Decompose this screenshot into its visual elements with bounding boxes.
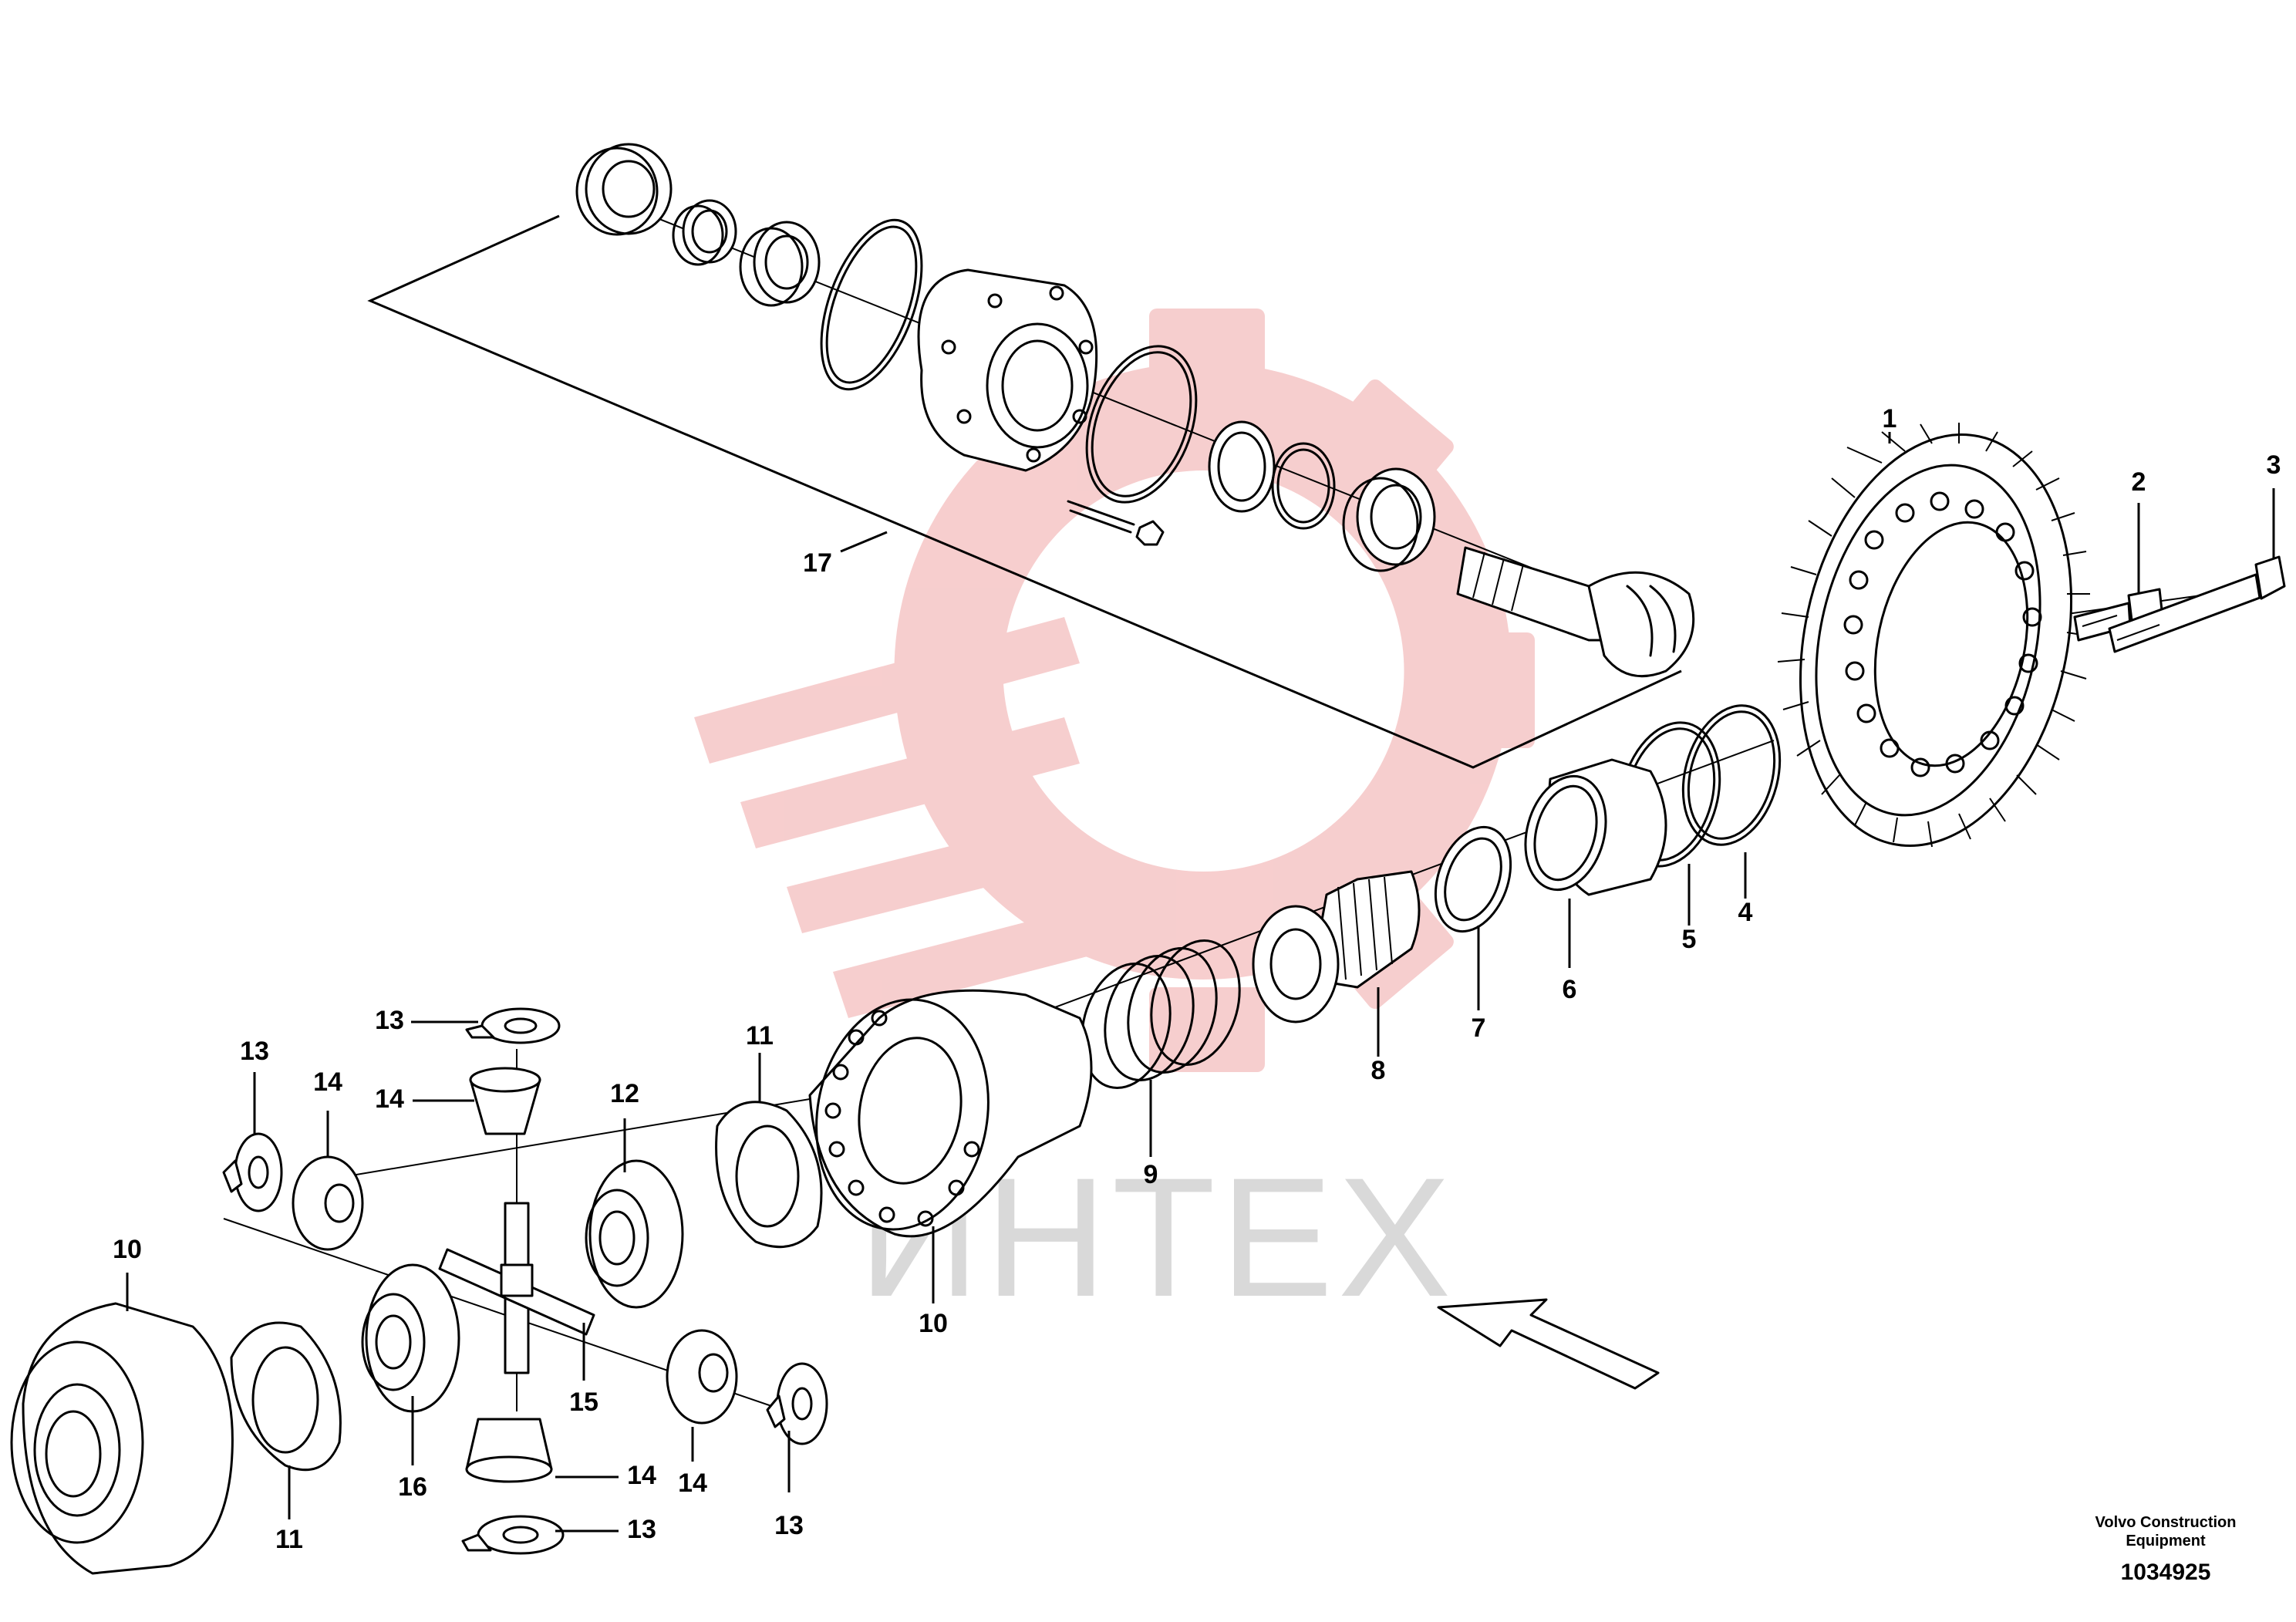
pinion-shaft xyxy=(1456,546,1695,678)
diff-pinion-gear-top xyxy=(469,1067,541,1135)
callout-7: 7 xyxy=(1472,1013,1486,1043)
diff-pinion-gear-right xyxy=(666,1329,738,1425)
callout-4: 4 xyxy=(1738,898,1753,927)
pinion-bearing-front xyxy=(739,221,821,307)
thrust-washer-case-right xyxy=(715,1101,823,1249)
callout-9: 9 xyxy=(1144,1160,1158,1189)
housing-o-ring-large xyxy=(820,218,923,391)
pinion-housing-flange xyxy=(917,268,1098,472)
callout-leader-lines xyxy=(126,432,2275,1533)
sliding-sleeve xyxy=(1524,758,1667,896)
callout-17: 17 xyxy=(803,548,832,578)
callout-14-right: 14 xyxy=(678,1469,707,1498)
callout-3: 3 xyxy=(2267,450,2281,480)
callout-13-bottom: 13 xyxy=(627,1515,656,1544)
callout-16: 16 xyxy=(398,1472,427,1502)
pinion-seal-ring xyxy=(575,143,673,236)
callout-15: 15 xyxy=(569,1388,598,1417)
coil-spring xyxy=(1081,939,1241,1089)
callout-13-right: 13 xyxy=(774,1511,804,1540)
callout-11-right: 11 xyxy=(746,1021,774,1050)
side-gear-right xyxy=(585,1159,684,1309)
drawing-footer: Volvo Construction Equipment 1034925 xyxy=(2095,1514,2237,1585)
snap-ring xyxy=(1681,704,1782,846)
callout-14-top: 14 xyxy=(375,1084,404,1114)
differential-spider-cross xyxy=(438,1202,595,1374)
diff-pinion-gear-left xyxy=(292,1155,364,1251)
callout-2: 2 xyxy=(2132,467,2146,497)
ring-gear-bolt-long xyxy=(2108,555,2286,653)
tab-washer-right xyxy=(766,1362,828,1445)
callout-1: 1 xyxy=(1883,404,1897,433)
side-gear-left xyxy=(361,1263,460,1413)
tab-washer-top xyxy=(465,1007,561,1044)
thrust-washer xyxy=(1434,825,1512,933)
brand-line-1: Volvo Construction xyxy=(2095,1514,2237,1531)
differential-case-half-left xyxy=(10,1302,234,1575)
watermark-logo xyxy=(694,309,1535,1072)
callout-11-left: 11 xyxy=(275,1525,303,1554)
pinion-shim-ring xyxy=(1208,420,1276,513)
group-bracket-17 xyxy=(367,214,1682,769)
callout-5: 5 xyxy=(1682,925,1697,954)
housing-o-ring-medium xyxy=(1085,345,1198,504)
tab-washer-left xyxy=(222,1132,283,1212)
callout-8: 8 xyxy=(1371,1056,1386,1085)
callout-10-left: 10 xyxy=(113,1235,142,1264)
callout-13-top: 13 xyxy=(375,1006,404,1035)
drawing-number: 1034925 xyxy=(2121,1560,2211,1585)
thrust-washer-case-left xyxy=(230,1321,342,1472)
ring-gear xyxy=(1777,423,2092,848)
diff-pinion-gear-bottom xyxy=(465,1418,553,1483)
housing-stud-and-nut xyxy=(1067,500,1165,546)
pinion-spacer-small xyxy=(672,199,737,266)
callout-labels: 1 2 3 4 5 6 7 8 9 10 10 11 11 12 13 13 1… xyxy=(113,404,2281,1554)
assembly-direction-arrow xyxy=(1437,1298,1660,1390)
differential-case-half-right xyxy=(808,989,1093,1238)
brand-line-2: Equipment xyxy=(2126,1533,2206,1549)
pinion-spacer-ring xyxy=(1271,442,1336,530)
callout-6: 6 xyxy=(1563,975,1577,1004)
callout-10-right: 10 xyxy=(919,1309,948,1338)
splined-coupling xyxy=(1252,870,1421,1023)
callout-14-bottom: 14 xyxy=(627,1461,656,1490)
pinion-bearing-rear xyxy=(1342,467,1436,572)
callout-13-left: 13 xyxy=(240,1037,269,1066)
callout-12: 12 xyxy=(610,1079,639,1108)
tab-washer-bottom xyxy=(461,1515,565,1555)
callout-14-left: 14 xyxy=(313,1067,342,1097)
